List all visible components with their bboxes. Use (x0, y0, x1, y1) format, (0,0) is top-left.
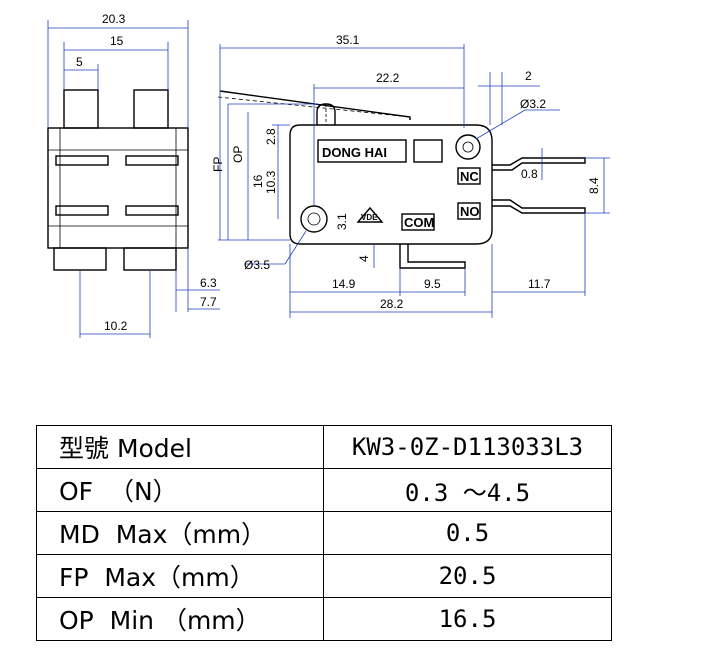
dim-9-5: 9.5 (424, 277, 441, 291)
dim-d3-5: Ø3.5 (244, 258, 270, 272)
dim-35-1: 35.1 (336, 33, 360, 47)
table-row: MD Max（mm） 0.5 (36, 511, 612, 555)
dim-6-3: 6.3 (200, 276, 217, 290)
dim-22-2: 22.2 (376, 71, 400, 85)
dim-2: 2 (525, 69, 532, 83)
dim-16: 16 (251, 174, 265, 188)
table-row: 型號 Model KW3-0Z-D113033L3 (36, 425, 612, 469)
dim-4: 4 (357, 255, 371, 262)
spec-value: 20.5 (323, 554, 612, 598)
dim-14-9: 14.9 (332, 277, 356, 291)
vde-mark: VDE (361, 213, 378, 222)
dim-15: 15 (110, 34, 124, 48)
spec-value: 16.5 (323, 597, 612, 641)
switch-drawing: 20.3 15 5 10.2 6.3 7.7 DO (47, 12, 610, 338)
dim-0-8: 0.8 (521, 167, 538, 181)
dim-10-2: 10.2 (104, 319, 128, 333)
table-row: OF （N） 0.3 ～4.5 (36, 468, 612, 512)
dim-8-4: 8.4 (587, 177, 601, 194)
spec-key: FP Max（mm） (36, 554, 324, 598)
nc-label: NC (460, 169, 479, 184)
dim-fp: FP (211, 157, 225, 172)
dim-3-1: 3.1 (335, 213, 349, 230)
dim-5: 5 (76, 55, 83, 69)
spec-value: KW3-0Z-D113033L3 (323, 425, 612, 469)
dim-2-8: 2.8 (264, 128, 278, 145)
no-label: NO (460, 204, 480, 219)
brand-label: DONG HAI (322, 145, 387, 160)
table-row: FP Max（mm） 20.5 (36, 554, 612, 598)
dim-7-7: 7.7 (200, 295, 217, 309)
side-view: 20.3 15 5 10.2 6.3 7.7 (47, 12, 220, 338)
spec-value: 0.3 ～4.5 (323, 468, 612, 512)
dim-20-3: 20.3 (102, 12, 126, 26)
dim-d3-2: Ø3.2 (520, 97, 546, 111)
table-row: OP Min （mm） 16.5 (36, 597, 612, 641)
spec-key: OF （N） (36, 468, 324, 512)
com-label: COM (404, 215, 434, 230)
dim-op: OP (231, 146, 245, 163)
dim-10-3: 10.3 (264, 170, 278, 194)
spec-value: 0.5 (323, 511, 612, 555)
spec-key: OP Min （mm） (36, 597, 324, 641)
dim-28-2: 28.2 (380, 297, 404, 311)
spec-key: MD Max（mm） (36, 511, 324, 555)
dim-11-7: 11.7 (528, 277, 551, 291)
front-view: DONG HAI NC NO COM VDE 35.1 22.2 2 Ø3.2 … (211, 33, 610, 318)
spec-table: 型號 Model KW3-0Z-D113033L3 OF （N） 0.3 ～4.… (36, 425, 612, 641)
spec-key: 型號 Model (36, 425, 324, 469)
